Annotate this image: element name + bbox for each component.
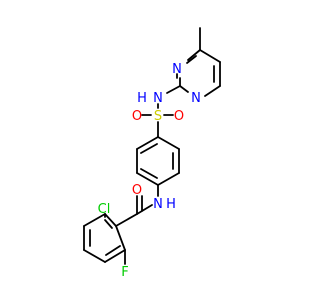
atom-label-n-sulfonamide: N [153,91,163,106]
atom-label-o-carbonyl: O [132,183,142,198]
atom-label-n-pyrimidine-bottom: N [191,91,201,106]
atom-label-s-sulfonyl: S [154,109,162,124]
bond-lines [83,27,221,265]
atom-label-o-sulfonyl-right: O [174,109,184,124]
atom-label-h-amide: H [166,197,176,212]
atom-label-cl: Cl [98,202,111,217]
atom-label-o-sulfonyl-left: O [132,109,142,124]
atom-label-n-amide: N [153,197,163,212]
atom-label-h-sulfonamide: H [137,91,147,106]
molecule-structure: N N H N O S O O N H Cl F [83,27,221,280]
atom-label-f: F [121,265,128,280]
atom-label-n-pyrimidine-top: N [172,62,182,77]
